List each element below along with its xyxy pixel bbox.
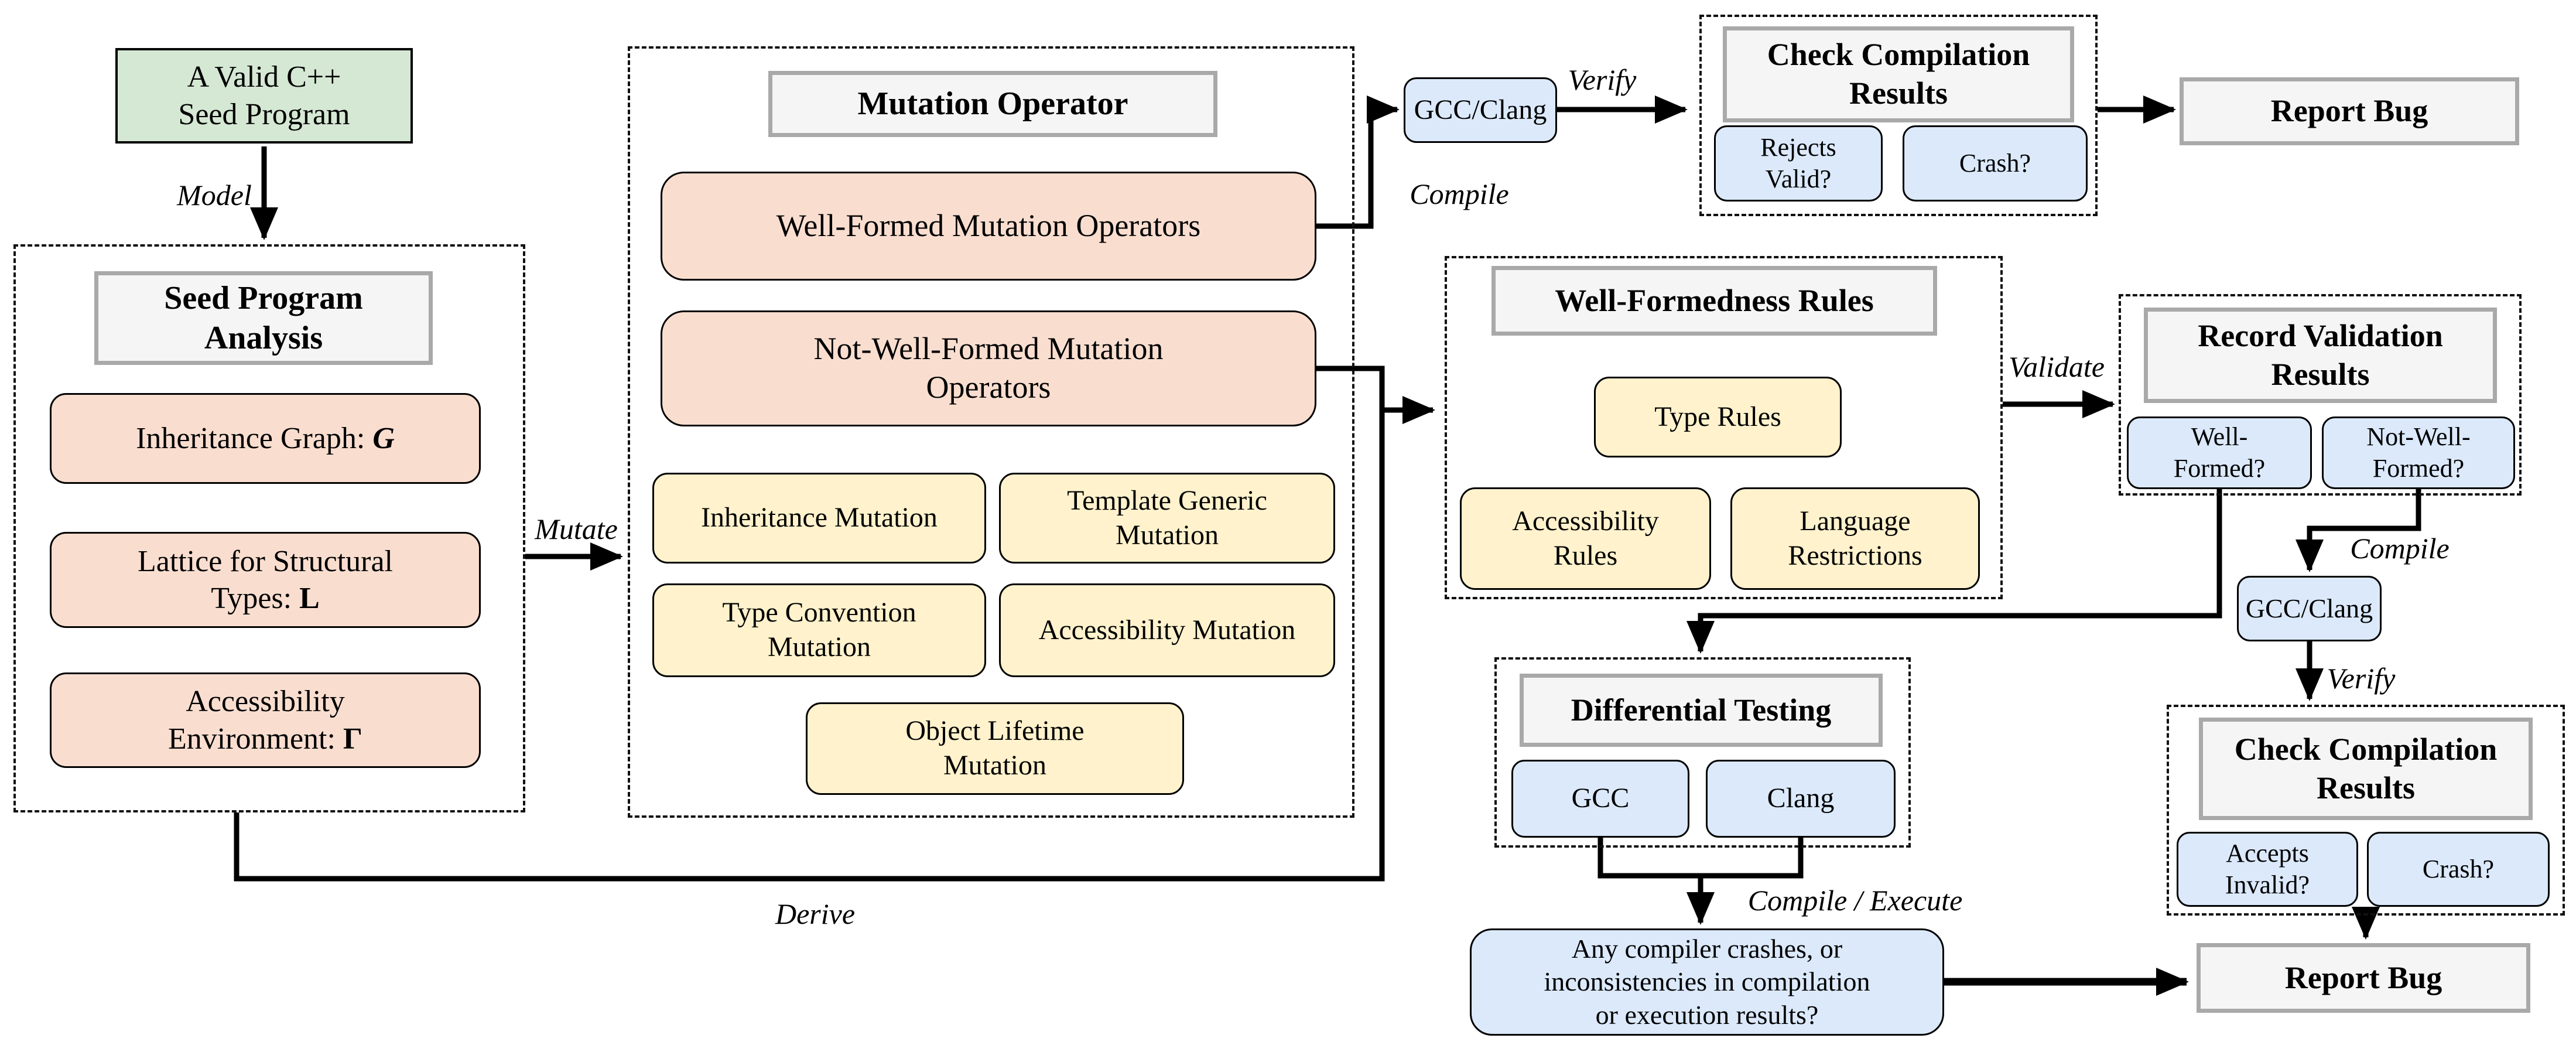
node-accessibility-mutation: Accessibility Mutation — [999, 583, 1335, 677]
node-valid-seed-program: A Valid C++ Seed Program — [115, 48, 413, 144]
group-check-compilation-results-top — [1699, 15, 2098, 216]
node-gcc-clang-right: GCC/Clang — [2237, 576, 2382, 641]
node-accessibility-environment: Accessibility Environment: Γ — [50, 672, 481, 768]
node-not-well-formed-question: Not-Well- Formed? — [2322, 416, 2515, 489]
node-lattice-structural-types: Lattice for Structural Types: L — [50, 532, 481, 628]
edge-label-compile-top: Compile — [1410, 177, 1509, 210]
node-well-formed-mutation-operators: Well-Formed Mutation Operators — [661, 172, 1316, 281]
node-report-bug-top: Report Bug — [2180, 77, 2519, 145]
node-crash-top: Crash? — [1903, 125, 2088, 202]
node-well-formed-question: Well- Formed? — [2127, 416, 2312, 489]
edge-label-verify-top: Verify — [1568, 63, 1637, 96]
math-symbol-gamma: Γ — [343, 722, 363, 756]
edge-label-derive: Derive — [775, 897, 856, 930]
edge-label-model: Model — [177, 179, 252, 211]
header-differential-testing: Differential Testing — [1520, 674, 1883, 747]
node-crash-bottom: Crash? — [2367, 832, 2550, 907]
node-rejects-valid: Rejects Valid? — [1714, 125, 1883, 202]
node-gcc-clang-top: GCC/Clang — [1404, 77, 1557, 143]
header-seed-program-analysis: Seed Program Analysis — [94, 271, 433, 365]
node-accepts-invalid: Accepts Invalid? — [2177, 832, 2358, 907]
node-object-lifetime-mutation: Object Lifetime Mutation — [806, 702, 1184, 795]
header-check-compilation-results-top: Check Compilation Results — [1723, 26, 2074, 122]
node-template-generic-mutation: Template Generic Mutation — [999, 473, 1335, 564]
header-mutation-operator: Mutation Operator — [768, 71, 1217, 137]
node-inheritance-graph: Inheritance Graph: G — [50, 393, 481, 484]
group-well-formedness-rules — [1445, 256, 2003, 599]
edge-label-verify-right: Verify — [2327, 662, 2396, 695]
math-symbol-g: G — [372, 421, 395, 455]
node-not-well-formed-mutation-operators: Not-Well-Formed Mutation Operators — [661, 310, 1316, 426]
edge-label-validate: Validate — [2009, 350, 2105, 383]
node-gcc: GCC — [1511, 760, 1689, 838]
node-language-restrictions: Language Restrictions — [1730, 487, 1980, 590]
node-type-convention-mutation: Type Convention Mutation — [652, 583, 986, 677]
group-seed-program-analysis — [13, 244, 525, 812]
node-inheritance-mutation: Inheritance Mutation — [652, 473, 986, 564]
node-crash-question: Any compiler crashes, or inconsistencies… — [1470, 928, 1944, 1036]
group-record-validation-results — [2119, 294, 2522, 496]
edge-label-mutate: Mutate — [535, 513, 618, 545]
group-mutation-operator — [628, 46, 1354, 818]
edge-label-compile-right: Compile — [2350, 532, 2450, 565]
node-accessibility-rules: Accessibility Rules — [1460, 487, 1711, 590]
node-report-bug-bottom: Report Bug — [2197, 943, 2530, 1013]
header-record-validation-results: Record Validation Results — [2144, 308, 2497, 403]
group-check-compilation-results-bottom — [2167, 705, 2565, 916]
node-clang: Clang — [1706, 760, 1896, 838]
group-differential-testing — [1494, 657, 1911, 848]
math-symbol-l: L — [299, 582, 320, 615]
header-check-compilation-results-bottom: Check Compilation Results — [2199, 718, 2533, 820]
edge-label-compile-execute: Compile / Execute — [1747, 884, 1963, 917]
node-type-rules: Type Rules — [1594, 377, 1842, 457]
header-well-formedness-rules: Well-Formedness Rules — [1491, 266, 1937, 336]
